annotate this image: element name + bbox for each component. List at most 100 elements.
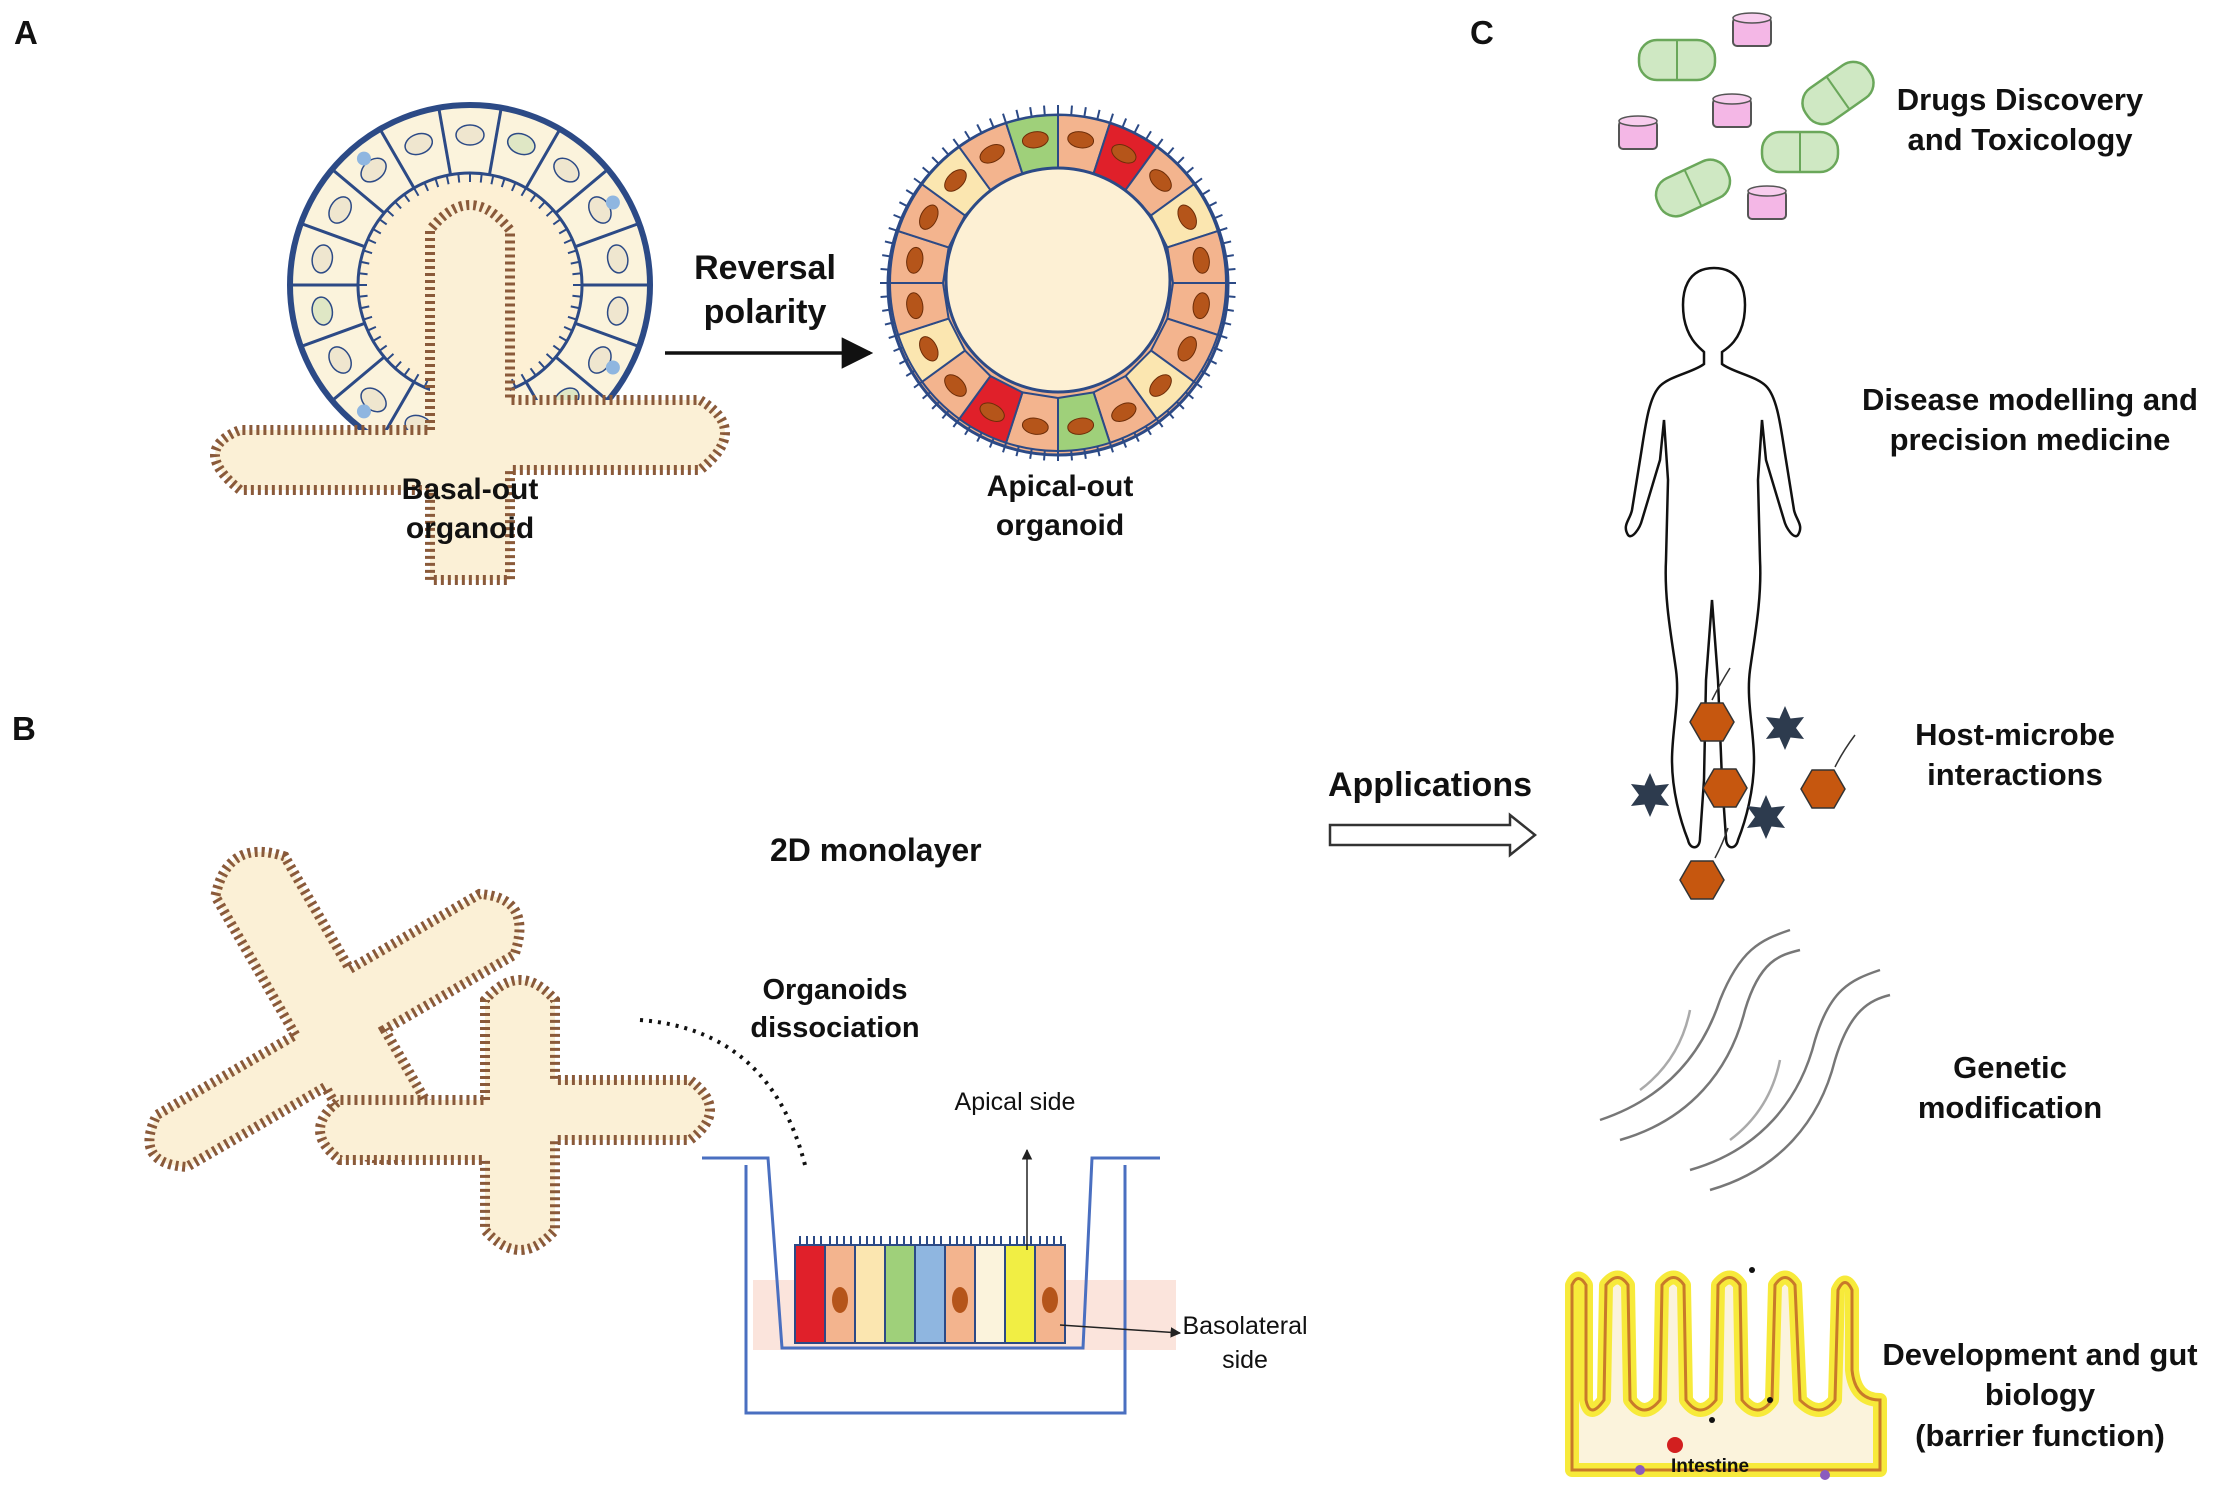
microvillus xyxy=(952,138,961,148)
panel-label-c: C xyxy=(1470,14,1494,51)
cell-nucleus xyxy=(979,144,1005,164)
microvillus xyxy=(394,201,402,210)
cell-nucleus xyxy=(1149,169,1172,192)
microvillus xyxy=(445,175,450,185)
crypt-shape xyxy=(210,200,730,585)
microvillus xyxy=(378,218,388,226)
microvillus xyxy=(888,227,899,233)
microvillus xyxy=(976,432,983,443)
granule xyxy=(356,151,371,166)
microvillus xyxy=(358,272,368,276)
cell-border xyxy=(574,222,640,249)
microvillus xyxy=(1015,446,1020,457)
microvillus xyxy=(1070,450,1073,461)
intestine-icon xyxy=(1565,1267,1887,1480)
microvillus xyxy=(1200,189,1211,197)
microvillus xyxy=(558,335,568,342)
cell-nucleus xyxy=(455,124,485,146)
cell-nucleus xyxy=(1177,336,1197,362)
cell-nucleus xyxy=(1192,292,1210,320)
microvillus xyxy=(888,333,899,339)
flagellum xyxy=(1714,827,1729,859)
microvillus xyxy=(1083,448,1087,459)
cell-nucleus xyxy=(311,296,334,326)
microvillus xyxy=(1144,130,1152,141)
crypt-shape xyxy=(144,846,525,1173)
microvillus xyxy=(884,321,895,326)
apical-out-organoid xyxy=(880,105,1236,461)
microvillus xyxy=(358,294,368,298)
microvillus xyxy=(1155,138,1164,148)
cell-border xyxy=(554,168,609,215)
panel-label-a: A xyxy=(14,14,38,51)
microvillus xyxy=(1121,437,1128,448)
granule xyxy=(605,360,620,375)
microvillus xyxy=(964,425,972,436)
microvillus xyxy=(367,238,377,245)
microvillus xyxy=(898,201,909,208)
microvillus xyxy=(952,418,961,428)
microvillus xyxy=(1223,308,1234,312)
microvillus xyxy=(1221,240,1232,245)
monolayer-cell xyxy=(974,1244,1006,1344)
flagellum xyxy=(1834,734,1856,768)
microvillus xyxy=(976,123,983,134)
cell-nucleus xyxy=(606,244,629,274)
microvillus xyxy=(570,260,580,265)
cell-border xyxy=(554,355,609,402)
microvillus xyxy=(941,410,950,420)
microvillus xyxy=(563,238,573,245)
microvillus xyxy=(1217,333,1228,339)
microvillus xyxy=(905,369,916,377)
pill-top xyxy=(1732,12,1772,24)
transwell xyxy=(702,1156,1176,1415)
applications-label: Applications xyxy=(1327,766,1533,804)
microvillus xyxy=(510,182,517,192)
microvillus xyxy=(1221,321,1232,326)
monolayer-cell xyxy=(1004,1244,1036,1344)
microvillus xyxy=(941,146,950,156)
monolayer-cell xyxy=(854,1244,886,1344)
microvillus xyxy=(1121,118,1128,129)
microvillus xyxy=(403,367,411,377)
applications-arrow xyxy=(1328,812,1538,858)
microvillus xyxy=(490,175,495,185)
microvillus xyxy=(884,240,895,245)
microbe-star xyxy=(1746,795,1786,839)
cell-nucleus xyxy=(952,1287,968,1313)
microvillus xyxy=(413,373,420,383)
microvillus xyxy=(905,189,916,197)
microvillus xyxy=(403,193,411,203)
microvillus xyxy=(386,353,395,361)
microvillus xyxy=(538,360,546,369)
microvillus xyxy=(1043,450,1046,461)
cell-nucleus xyxy=(311,244,334,274)
microvillus xyxy=(921,391,931,400)
microvillus xyxy=(1166,146,1175,156)
microvillus xyxy=(1207,358,1218,365)
microvillus xyxy=(1225,295,1236,298)
microvillus xyxy=(563,325,573,332)
cell-nucleus xyxy=(328,196,352,224)
cell-nucleus xyxy=(404,132,434,156)
microvillus xyxy=(1002,442,1008,453)
cell-nucleus xyxy=(1021,417,1049,435)
microvillus xyxy=(913,177,923,186)
villi-shape xyxy=(1565,1270,1887,1477)
microvillus xyxy=(988,437,995,448)
microvillus xyxy=(1193,380,1203,389)
microvillus xyxy=(545,353,554,361)
crypt-organoid-2 xyxy=(144,846,525,1173)
microvillus xyxy=(1185,166,1195,175)
microvillus xyxy=(880,268,891,271)
human-body-icon xyxy=(1624,266,1802,849)
microvillus xyxy=(572,272,582,276)
monolayer-cells xyxy=(794,1236,1066,1344)
microvillus xyxy=(1029,107,1033,118)
